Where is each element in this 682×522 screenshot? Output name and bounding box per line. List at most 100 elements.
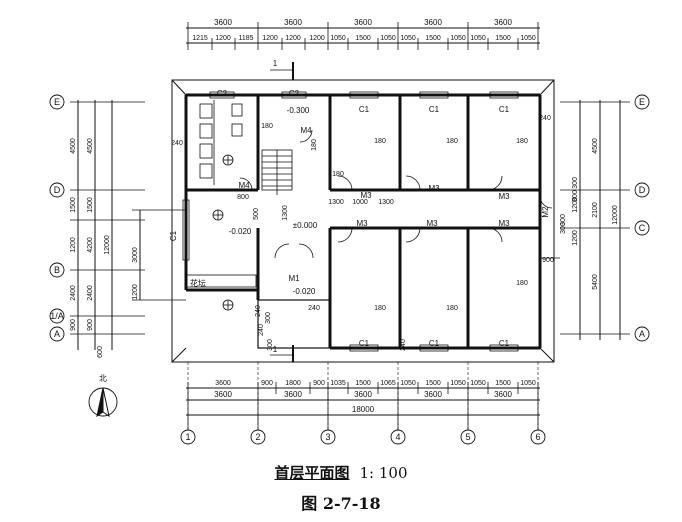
axis-x-4: 4: [395, 432, 400, 442]
top-dim2-2: 1185: [238, 35, 253, 42]
bottom-dim-2: 1800: [285, 380, 301, 387]
left-total-dim: 12000: [104, 235, 111, 255]
door-label-8: M4: [238, 181, 250, 190]
window-label-1: C2: [217, 89, 228, 98]
right-dim-2: 5400: [592, 274, 599, 290]
window-label-2: C2: [289, 89, 300, 98]
room-dim-12: 240: [400, 339, 407, 351]
north-label: 北: [99, 374, 107, 383]
axis-left-1: D: [54, 185, 61, 195]
room-dim-20: 1300: [378, 199, 394, 206]
right-inner-4: 1200: [572, 230, 579, 246]
axis-left-2: B: [54, 265, 60, 275]
elevation-1: ±0.000: [293, 221, 318, 230]
bottom-dim-12: 1050: [520, 380, 536, 387]
room-dim-11: 240: [308, 305, 320, 312]
left-dim-outer-3: 2400: [87, 285, 94, 301]
axis-right-0: E: [639, 97, 645, 107]
bottom-dim-0: 3600: [215, 380, 231, 387]
room-dim-3: 180: [374, 305, 386, 312]
left-dim-3000: 3000: [132, 247, 139, 263]
right-total-dim: 12000: [612, 205, 619, 225]
room-dim-15: 800: [237, 194, 249, 201]
room-dim-4: 180: [446, 305, 458, 312]
right-dim-0: 4500: [592, 138, 599, 154]
top-dim-0: 3600: [214, 18, 232, 27]
top-dim2-10: 1500: [425, 35, 441, 42]
window-label-0: C1: [169, 230, 178, 241]
room-dim-2: 180: [516, 138, 528, 145]
door-label-0: M1: [288, 274, 300, 283]
window-label-8: C1: [499, 339, 510, 348]
top-dim2-5: 1200: [309, 35, 325, 42]
door-label-4: M3: [498, 192, 510, 201]
elevation-2: -0.020: [229, 227, 252, 236]
door-label-9: M4: [300, 126, 312, 135]
section-mark-bottom: 1: [273, 345, 278, 354]
room-dim-22: 300: [265, 312, 272, 324]
axis-right-2: C: [639, 223, 646, 233]
top-dim-4: 3600: [494, 18, 512, 27]
plan-title: 首层平面图: [274, 464, 350, 482]
room-dim-23: 300: [267, 339, 274, 351]
axis-left-0: E: [54, 97, 60, 107]
door-label-2: M3: [360, 191, 372, 200]
door-label-7: M3: [498, 219, 510, 228]
axis-right-1: D: [639, 185, 646, 195]
section-mark-top: 1: [273, 59, 278, 68]
bottom-dim2-0: 3600: [214, 390, 232, 399]
bottom-dim-7: 1050: [400, 380, 416, 387]
flower-bed-label: 花坛: [190, 278, 206, 288]
bottom-total-dim: 18000: [352, 405, 375, 414]
room-dim-1: 180: [446, 138, 458, 145]
door-label-5: M3: [356, 219, 368, 228]
elevation-0: -0.300: [287, 106, 310, 115]
right-dim-extra: 900: [542, 257, 554, 264]
top-dim2-6: 1050: [330, 35, 346, 42]
room-dim-9: 240: [171, 140, 183, 147]
right-inner-2: 300: [572, 190, 579, 202]
bottom-dim2-1: 3600: [284, 390, 302, 399]
top-dim2-7: 1500: [355, 35, 371, 42]
bottom-dim-9: 1050: [450, 380, 466, 387]
top-dim-2: 3600: [354, 18, 372, 27]
left-dim-0: 4500: [70, 138, 77, 154]
door-label-6: M3: [426, 219, 438, 228]
right-dim-1: 2100: [592, 202, 599, 218]
bottom-dim-1: 900: [261, 380, 273, 387]
north-arrow: [88, 387, 118, 418]
axis-right-3: A: [639, 329, 645, 339]
top-dim2-14: 1050: [520, 35, 536, 42]
top-dim-3: 3600: [424, 18, 442, 27]
window-label-6: C1: [359, 339, 370, 348]
room-dim-6: 180: [261, 123, 273, 130]
bottom-dim-6: 1065: [380, 380, 396, 387]
room-dim-14: 240: [258, 324, 265, 336]
room-dim-5: 180: [516, 280, 528, 287]
left-dim-outer-1: 1500: [87, 197, 94, 213]
left-dim-2: 1200: [70, 237, 77, 253]
window-label-4: C1: [429, 105, 440, 114]
bottom-dim-3: 900: [313, 380, 325, 387]
top-dim2-1: 1200: [215, 35, 231, 42]
right-inner-3: 300: [560, 222, 567, 234]
left-dim-600: 600: [97, 346, 104, 358]
bottom-dim2-2: 3600: [354, 390, 372, 399]
top-dim-1: 3600: [284, 18, 302, 27]
axis-x-5: 5: [465, 432, 470, 442]
bottom-dim-8: 1500: [425, 380, 441, 387]
room-dim-10: 240: [539, 115, 551, 122]
bottom-dim-5: 1500: [355, 380, 371, 387]
left-dim-4: 900: [70, 319, 77, 331]
figure-label: 图 2-7-18: [301, 494, 381, 513]
door-label-1: M2: [541, 206, 550, 218]
right-inner-1: 1200: [572, 197, 579, 213]
left-dim-outer-2: 4200: [87, 237, 94, 253]
top-dim2-9: 1050: [400, 35, 416, 42]
right-inner-0: 300: [572, 177, 579, 189]
room-dim-13: 240: [255, 305, 262, 317]
left-dim-3: 2400: [70, 285, 77, 301]
